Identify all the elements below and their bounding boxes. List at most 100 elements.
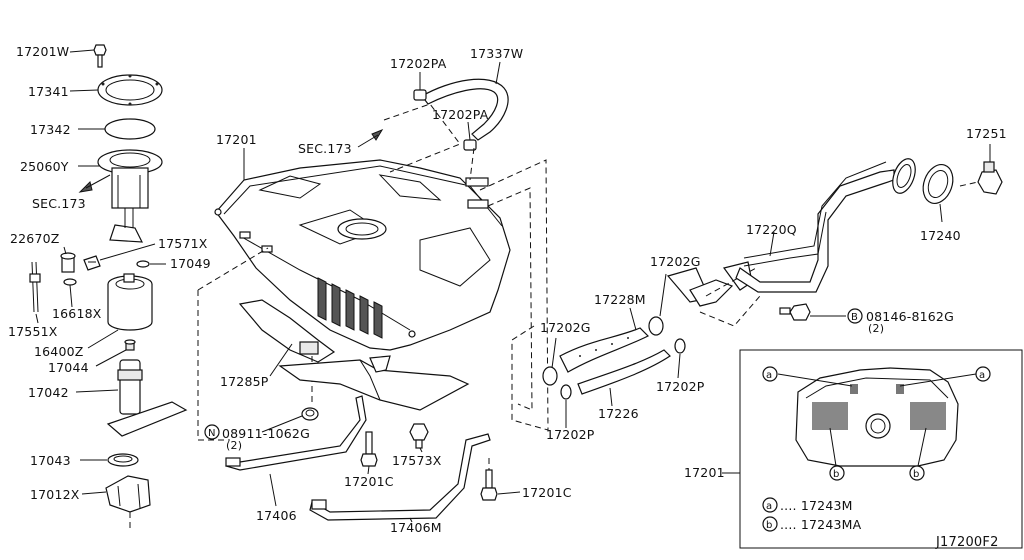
label-17201w: 17201W — [16, 44, 69, 59]
part-17044 — [124, 339, 136, 351]
pad-b-left — [812, 402, 848, 430]
fuel-filter-16400z — [107, 273, 153, 331]
fuel-pump-assembly-parts — [29, 44, 188, 530]
label-17201-top: 17201 — [216, 132, 257, 147]
bolt-08146 — [779, 303, 811, 321]
bolt-17201c-mid — [360, 431, 378, 467]
bracket-17012x — [105, 475, 151, 513]
tag-b-right — [909, 465, 925, 481]
label-17202g-left: 17202G — [540, 320, 591, 335]
label-inset-17201: 17201 — [684, 465, 725, 480]
label-17202g-top: 17202G — [650, 254, 701, 269]
bolt-17201w — [93, 44, 107, 68]
label-17202pa-mid: 17202PA — [432, 107, 489, 122]
label-inset-b-right: b — [913, 469, 920, 480]
part-17043 — [107, 453, 139, 467]
hose-17337w — [421, 78, 509, 141]
clip-17571x — [83, 255, 101, 271]
tag-a-left — [762, 366, 778, 382]
label-17202p-bottom: 17202P — [546, 427, 595, 442]
label-n-symbol: N — [208, 428, 216, 439]
b-symbol-circle — [847, 308, 863, 324]
label-16618x: 16618X — [52, 306, 102, 321]
label-08146-qty: (2) — [868, 322, 884, 335]
tag-b-left — [829, 465, 845, 481]
protector-17285p — [238, 299, 336, 363]
legend-tag-b — [762, 516, 778, 532]
heat-insulator-plate — [278, 355, 470, 411]
label-25060y: 25060Y — [20, 159, 69, 174]
pad-a-left — [850, 384, 858, 394]
sender-unit-25060y — [97, 149, 163, 243]
fuel-tank-17201 — [214, 159, 511, 351]
label-17202pa-top: 17202PA — [390, 56, 447, 71]
label-17406: 17406 — [256, 508, 297, 523]
label-inset-a-left: a — [766, 370, 772, 381]
clip-17202g-right — [648, 316, 664, 336]
label-17406m: 17406M — [390, 520, 442, 535]
clip-17202p-right — [674, 338, 686, 354]
clip-17573x — [409, 423, 429, 449]
bolt-17201c-right — [480, 469, 498, 501]
label-legend-b: .... 17243MA — [780, 517, 862, 532]
label-sec173-mid: SEC.173 — [298, 141, 352, 156]
hose-17226 — [577, 349, 671, 395]
label-legend-tag-b: b — [766, 520, 773, 531]
label-17341: 17341 — [28, 84, 69, 99]
nut-08911 — [301, 407, 319, 421]
label-08911: 08911-1062G — [222, 426, 310, 441]
label-b-symbol: B — [851, 312, 858, 323]
label-17044: 17044 — [48, 360, 89, 375]
part-labels: 17201W 17341 17342 25060Y SEC.173 22670Z… — [8, 44, 1007, 550]
label-17337w: 17337W — [470, 46, 523, 61]
label-17012x: 17012X — [30, 487, 80, 502]
clip-17202p-bottom — [560, 384, 572, 400]
fuel-pump-17042 — [106, 359, 188, 437]
label-legend-a: .... 17243M — [780, 498, 853, 513]
label-sec173-left: SEC.173 — [32, 196, 86, 211]
diagram-code: J17200F2 — [935, 535, 999, 550]
lock-ring-17341 — [97, 74, 163, 106]
legend-tag-a — [762, 497, 778, 513]
label-16400z: 16400Z — [34, 344, 84, 359]
label-17042: 17042 — [28, 385, 69, 400]
seal-17240 — [922, 164, 954, 204]
label-17220q: 17220Q — [746, 222, 797, 237]
label-inset-a-right: a — [979, 370, 985, 381]
inset-panel — [722, 349, 1023, 549]
pad-a-right — [896, 384, 904, 394]
label-17573x: 17573X — [392, 453, 442, 468]
label-17201c-right: 17201C — [522, 485, 572, 500]
label-17251: 17251 — [966, 126, 1007, 141]
hose-17228m — [559, 327, 650, 373]
label-legend-tag-a: a — [766, 501, 772, 512]
band-17406m — [309, 433, 491, 521]
label-17202p-right: 17202P — [656, 379, 705, 394]
arrow-icon — [78, 181, 93, 193]
label-inset-b-left: b — [833, 469, 840, 480]
arrow-icon — [371, 128, 384, 141]
pad-b-right — [910, 402, 946, 430]
clip-17202pa-top — [413, 89, 427, 101]
label-17285p: 17285P — [220, 374, 269, 389]
clip-17202g-left — [542, 366, 558, 386]
oring-17049 — [136, 260, 150, 268]
band-17406 — [225, 395, 367, 471]
label-17043: 17043 — [30, 453, 71, 468]
label-22670z: 22670Z — [10, 231, 60, 246]
label-17342: 17342 — [30, 122, 71, 137]
label-17226: 17226 — [598, 406, 639, 421]
tag-a-right — [975, 366, 991, 382]
label-08911-qty: (2) — [226, 439, 242, 452]
label-17240: 17240 — [920, 228, 961, 243]
label-17228m: 17228M — [594, 292, 646, 307]
label-08146: 08146-8162G — [866, 309, 954, 324]
gasket-17342 — [104, 118, 156, 140]
fuel-cap-17251 — [977, 161, 1003, 195]
label-17201c-mid: 17201C — [344, 474, 394, 489]
n-symbol-circle — [204, 424, 220, 440]
sensor-22670z — [60, 252, 76, 273]
wire-17551x — [29, 261, 41, 313]
tank-bottom-ribs — [317, 277, 383, 339]
